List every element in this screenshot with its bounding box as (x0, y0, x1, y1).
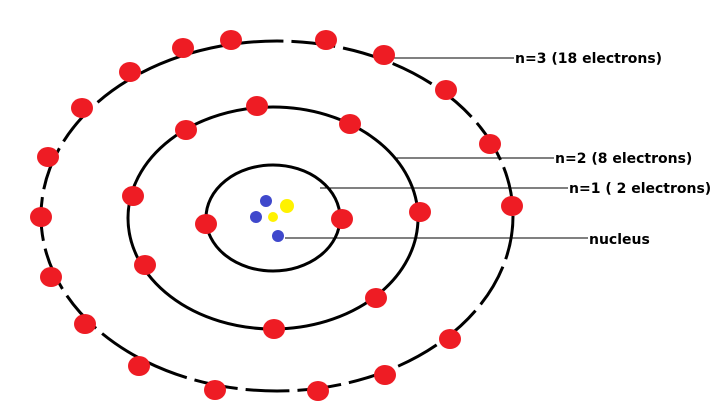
electron (134, 255, 156, 275)
electron (220, 30, 242, 50)
electron (339, 114, 361, 134)
electron (122, 186, 144, 206)
proton (250, 211, 262, 223)
label-nucleus: nucleus (589, 232, 650, 248)
proton (272, 230, 284, 242)
label-shell-n3: n=3 (18 electrons) (515, 51, 662, 67)
nucleus (250, 195, 294, 242)
proton (260, 195, 272, 207)
electron (71, 98, 93, 118)
electron (315, 30, 337, 50)
electron (40, 267, 62, 287)
electron (409, 202, 431, 222)
electron (172, 38, 194, 58)
electron (435, 80, 457, 100)
electron (195, 214, 217, 234)
electron (204, 380, 226, 400)
electron (263, 319, 285, 339)
electron (37, 147, 59, 167)
electrons-n1 (195, 209, 353, 234)
electron (119, 62, 141, 82)
electron (374, 365, 396, 385)
electron (373, 45, 395, 65)
electron (331, 209, 353, 229)
electrons-n3 (30, 30, 523, 401)
electron (74, 314, 96, 334)
electron (365, 288, 387, 308)
electron (307, 381, 329, 401)
neutron (280, 199, 294, 213)
neutron (268, 212, 278, 222)
electron (30, 207, 52, 227)
electron (128, 356, 150, 376)
electron (175, 120, 197, 140)
electron (246, 96, 268, 116)
electron (501, 196, 523, 216)
electron (479, 134, 501, 154)
electron (439, 329, 461, 349)
label-shell-n2: n=2 (8 electrons) (555, 151, 692, 167)
electrons-n2 (122, 96, 431, 339)
label-shell-n1: n=1 ( 2 electrons) (569, 181, 710, 197)
